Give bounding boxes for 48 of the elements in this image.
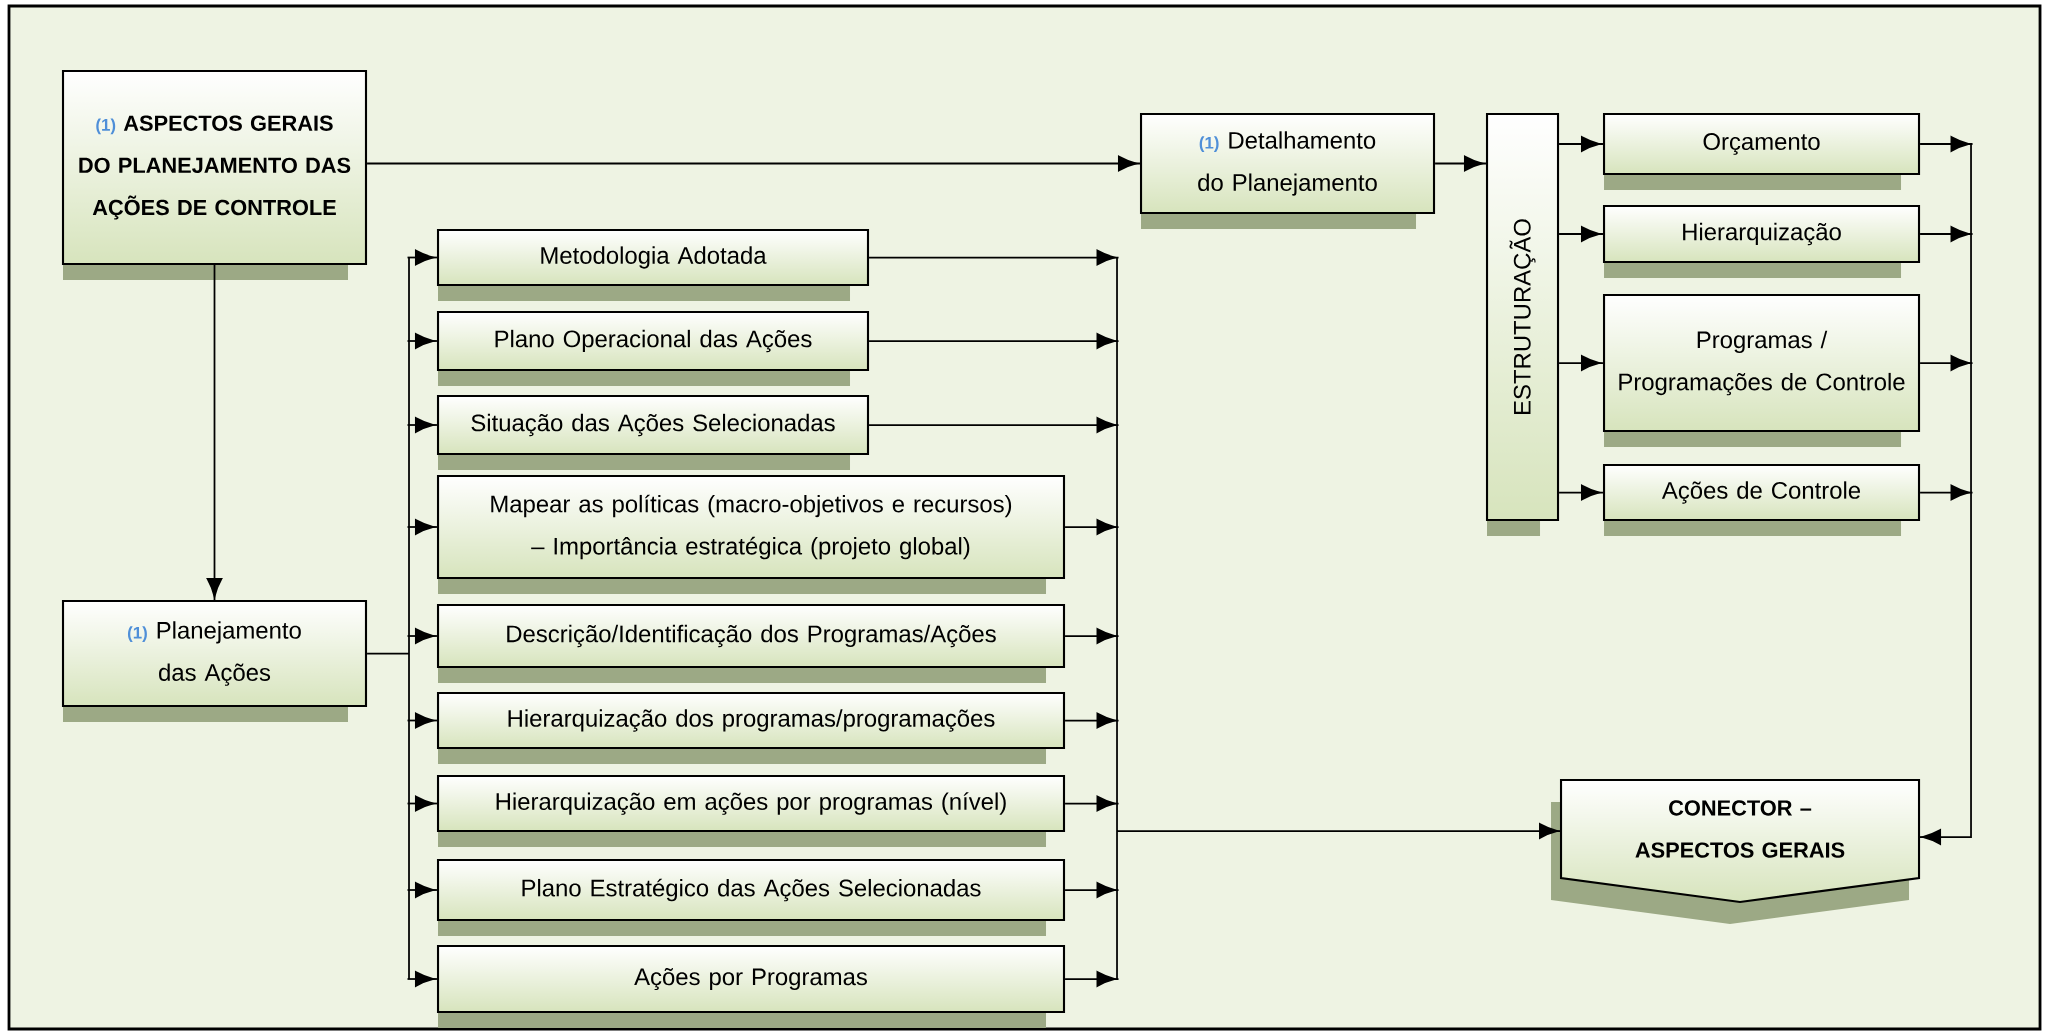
arrow xyxy=(1558,484,1604,501)
arrow xyxy=(1116,256,1562,980)
process-box: Ações de Controle xyxy=(1602,463,1921,536)
process-box: (1) Detalhamento do Planejamento xyxy=(1139,112,1436,229)
arrow xyxy=(406,417,438,433)
arrow xyxy=(1558,226,1604,242)
process-box: Hierarquização em ações por programas (nível) xyxy=(436,774,1066,847)
arrow xyxy=(406,971,438,987)
arrow xyxy=(868,333,1120,349)
arrow xyxy=(1558,355,1604,371)
arrow xyxy=(406,519,438,535)
arrow xyxy=(406,628,438,644)
arrow xyxy=(206,264,223,601)
arrow xyxy=(1064,882,1120,898)
arrow xyxy=(406,882,438,898)
arrow xyxy=(1558,136,1604,152)
arrow xyxy=(868,417,1120,433)
vertical-box: ESTRUTURAÇÃO xyxy=(1485,112,1560,536)
arrow xyxy=(1064,519,1120,535)
arrow xyxy=(1919,226,1974,242)
arrow xyxy=(1919,355,1974,371)
process-box: Descrição/Identificação dos Programas/Ações xyxy=(436,603,1066,683)
arrow xyxy=(1064,795,1120,812)
arrow xyxy=(406,712,438,729)
process-box: Ações por Programas xyxy=(436,944,1066,1028)
process-box: Metodologia Adotada xyxy=(436,228,870,301)
arrow xyxy=(406,333,438,349)
arrow xyxy=(1434,155,1487,172)
process-box: Hierarquização xyxy=(1602,204,1921,278)
process-box: (1) ASPECTOS GERAIS DO PLANEJAMENTO DAS AÇÕES DE CONTROLE xyxy=(61,69,368,280)
arrow xyxy=(406,249,438,266)
process-box: Plano Operacional das Ações xyxy=(436,310,870,386)
process-box: Orçamento xyxy=(1602,112,1921,190)
process-box: Situação das Ações Selecionadas xyxy=(436,394,870,470)
arrow xyxy=(1064,971,1120,987)
process-box: Programas / Programações de Controle xyxy=(1602,293,1921,447)
process-box: Mapear as políticas (macro-objetivos e recursos) – Importância estratégica (projeto global) xyxy=(436,474,1066,594)
process-box: (1) Planejamento das Ações xyxy=(61,599,368,722)
arrow xyxy=(1919,484,1974,501)
process-box: Plano Estratégico das Ações Selecionadas xyxy=(436,858,1066,936)
arrow xyxy=(868,249,1120,266)
process-box: Hierarquização dos programas/programações xyxy=(436,691,1066,764)
arrow xyxy=(1919,136,1974,152)
arrow xyxy=(406,795,438,812)
arrow xyxy=(1064,628,1120,644)
arrow xyxy=(1918,143,1972,845)
arrow xyxy=(366,155,1141,172)
arrow xyxy=(1064,712,1120,729)
